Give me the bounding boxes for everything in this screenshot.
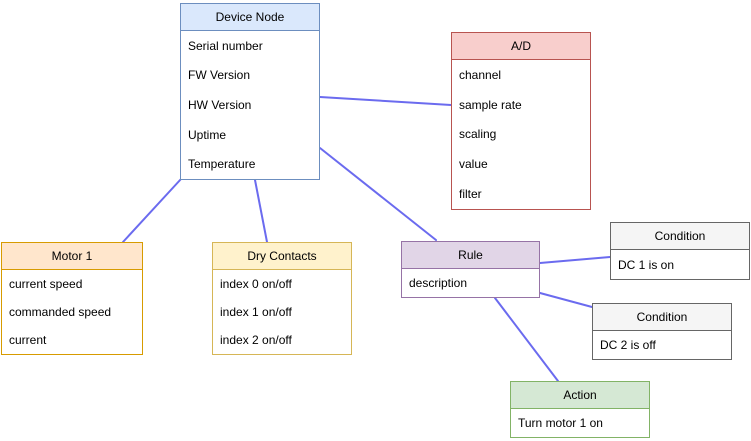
entity-field[interactable]: DC 1 is on: [618, 257, 675, 272]
entity-box-rule[interactable]: Rule description: [401, 241, 540, 298]
entity-title[interactable]: Device Node: [181, 4, 319, 31]
entity-field[interactable]: index 1 on/off: [220, 305, 292, 319]
entity-title[interactable]: Motor 1: [2, 243, 142, 270]
entity-title[interactable]: Dry Contacts: [213, 243, 351, 270]
entity-field[interactable]: HW Version: [188, 97, 252, 112]
entity-field[interactable]: current: [9, 333, 47, 347]
entity-field[interactable]: description: [409, 276, 468, 290]
entity-box-ad[interactable]: A/D channel sample rate scaling value filter: [451, 32, 591, 210]
entity-title[interactable]: A/D: [452, 33, 590, 60]
entity-field[interactable]: Turn motor 1 on: [518, 416, 603, 430]
entity-field[interactable]: Serial number: [188, 38, 263, 53]
entity-field[interactable]: DC 2 is off: [600, 338, 656, 352]
entity-field[interactable]: Uptime: [188, 127, 227, 142]
entity-field[interactable]: scaling: [459, 127, 497, 142]
entity-field[interactable]: filter: [459, 187, 482, 202]
edge-device-node-to-dry-contacts[interactable]: [254, 179, 268, 243]
edge-rule-to-condition-2[interactable]: [539, 292, 593, 308]
entity-title[interactable]: Rule: [402, 242, 539, 269]
entity-box-dry-contacts[interactable]: Dry Contacts index 0 on/off index 1 on/off…: [212, 242, 352, 355]
entity-field[interactable]: index 2 on/off: [220, 333, 292, 347]
entity-field[interactable]: sample rate: [459, 97, 522, 112]
edge-rule-to-condition-1[interactable]: [539, 256, 611, 264]
entity-field[interactable]: commanded speed: [9, 305, 112, 319]
entity-title[interactable]: Condition: [593, 304, 731, 331]
edge-device-node-to-ad[interactable]: [319, 96, 452, 106]
entity-box-motor-1[interactable]: Motor 1 current speed commanded speed curre…: [1, 242, 143, 355]
entity-box-condition-2[interactable]: Condition DC 2 is off: [592, 303, 732, 360]
entity-field[interactable]: FW Version: [188, 68, 251, 83]
entity-field[interactable]: index 0 on/off: [220, 277, 292, 291]
entity-field[interactable]: channel: [459, 67, 502, 82]
entity-field[interactable]: Temperature: [188, 157, 256, 172]
entity-title[interactable]: Action: [511, 382, 649, 409]
entity-box-condition-1[interactable]: Condition DC 1 is on: [610, 222, 750, 280]
entity-field[interactable]: current speed: [9, 277, 83, 291]
entity-title[interactable]: Condition: [611, 223, 749, 250]
entity-field[interactable]: value: [459, 157, 488, 172]
edge-rule-to-action[interactable]: [494, 297, 559, 382]
edge-device-node-to-rule[interactable]: [319, 147, 437, 241]
edge-device-node-to-motor-1[interactable]: [122, 178, 182, 243]
